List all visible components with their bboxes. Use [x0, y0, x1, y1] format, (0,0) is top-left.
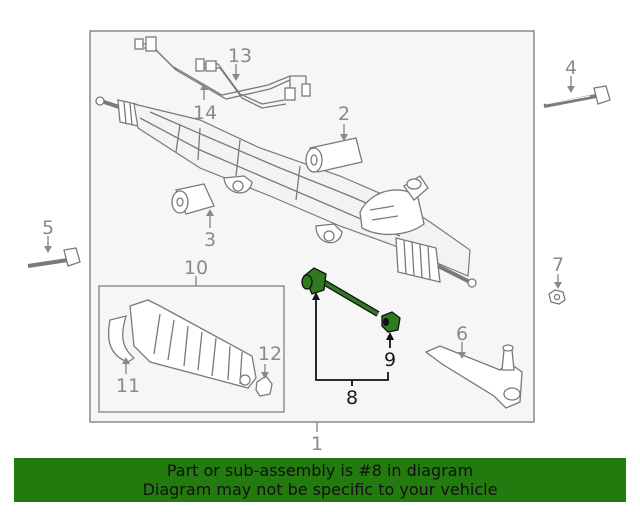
callout-3: 3 [204, 229, 216, 251]
callout-10: 10 [184, 257, 208, 279]
banner-line-1: Part or sub-assembly is #8 in diagram [166, 461, 474, 480]
callout-14: 14 [193, 102, 217, 124]
banner-line-2: Diagram may not be specific to your vehi… [142, 480, 498, 499]
nut-7 [548, 289, 566, 305]
bushing-3 [171, 183, 215, 215]
callout-5: 5 [42, 217, 54, 239]
callout-11: 11 [116, 375, 140, 397]
callout-6: 6 [456, 323, 468, 345]
callout-7: 7 [552, 254, 564, 276]
jam-nut-9 [381, 311, 401, 333]
callout-2: 2 [338, 103, 350, 125]
leader-lines [44, 64, 575, 432]
bolt-5 [27, 247, 81, 268]
hydraulic-lines [134, 36, 311, 109]
callout-labels: 1 2 3 4 5 6 7 8 9 10 11 12 13 14 [42, 45, 577, 455]
callout-13: 13 [228, 45, 252, 67]
callout-1: 1 [311, 433, 323, 455]
bolt-4 [543, 85, 611, 108]
callout-12: 12 [258, 343, 282, 365]
callout-9[interactable]: 9 [384, 349, 396, 371]
tie-rod-end-6 [424, 344, 523, 409]
callout-8[interactable]: 8 [346, 387, 358, 409]
callout-4: 4 [565, 57, 577, 79]
bushing-2 [305, 137, 363, 173]
highlight-leaders [312, 292, 394, 386]
part-notice-banner: Part or sub-assembly is #8 in diagram Di… [14, 458, 626, 502]
steering-rack-housing [95, 96, 477, 288]
boot-11 [107, 299, 257, 389]
inner-tie-rod-8 [301, 267, 380, 317]
